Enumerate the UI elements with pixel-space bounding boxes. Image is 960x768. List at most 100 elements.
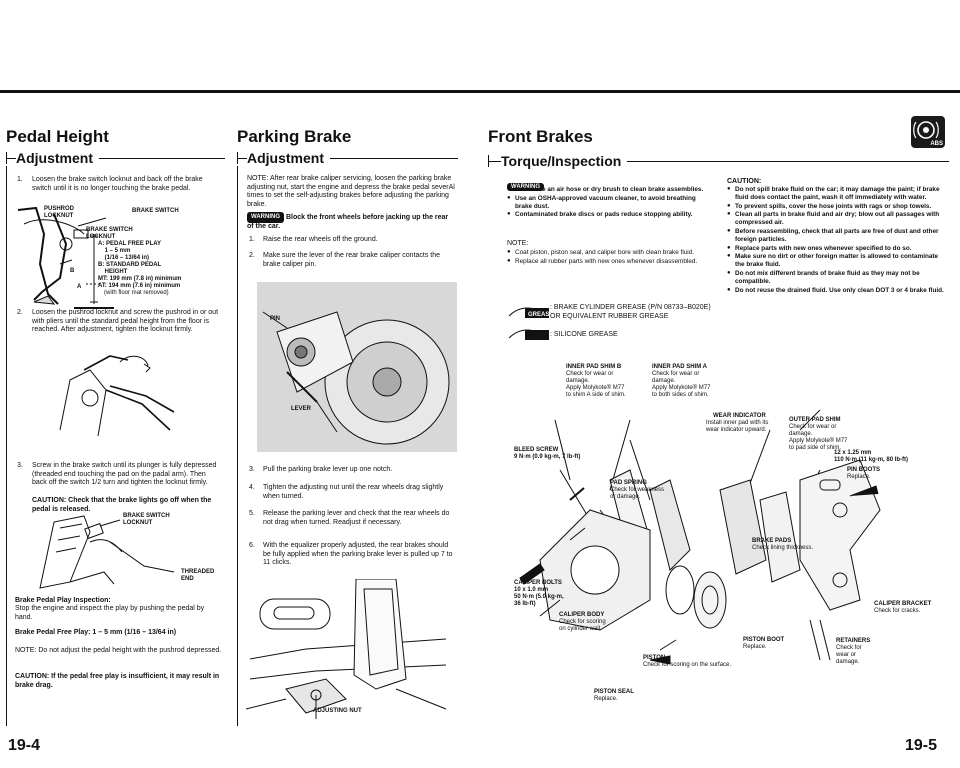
label-pin-boots-text: Replace. xyxy=(847,474,871,480)
front-caution-item: Make sure no dirt or other foreign matte… xyxy=(727,253,949,269)
label-piston-seal: PISTON SEAL xyxy=(594,689,634,695)
front-caution-item: Do not reuse the drained fluid. Use only… xyxy=(727,287,949,295)
front-warning-item: Contaminated brake discs or pads reduce … xyxy=(507,211,713,219)
label-brake-switch-locknut-2: BRAKE SWITCH LOCKNUT xyxy=(123,513,170,526)
label-brake-switch-locknut: BRAKE SWITCH LOCKNUT xyxy=(86,227,133,240)
top-rule xyxy=(0,90,960,93)
label-outer-shim: OUTER PAD SHIM xyxy=(789,417,841,423)
pedal-column-rule xyxy=(6,166,7,726)
pedal-step3: Screw in the brake switch until its plun… xyxy=(32,462,217,487)
step-number: 4. xyxy=(249,484,255,491)
parking-note: NOTE: After rear brake caliper servicing… xyxy=(247,175,455,208)
front-caution-item: Before reassembling, check that all part… xyxy=(727,228,949,244)
front-cautions-list: Do not spill brake fluid on the car; it … xyxy=(727,186,949,295)
page-number-left: 19-4 xyxy=(8,737,41,754)
label-bolt-spec: 12 x 1.25 mm xyxy=(834,450,872,456)
front-warning-item: Use an OSHA-approved vacuum cleaner, to … xyxy=(507,195,713,211)
grease-silicone: : SILICONE GREASE xyxy=(550,331,618,338)
parking-column-rule xyxy=(237,166,238,726)
label-caliper-body-text: Check for scoring on cylinder wall. xyxy=(559,619,606,632)
brake-switch-illustration xyxy=(39,515,175,589)
front-note-title: NOTE: xyxy=(507,240,529,247)
step-number: 5. xyxy=(249,510,255,517)
label-floor-mat: (with floor mat removed) xyxy=(104,290,169,296)
label-mt-height: MT: 199 mm (7.8 in) minimum xyxy=(98,276,182,282)
front-note-item: Coat piston, piston seal, and caliper bo… xyxy=(507,249,713,257)
torque-inspection-subtitle: Torque/Inspection xyxy=(501,153,628,169)
pedal-adjustment-subtitle: Adjustment xyxy=(16,150,99,166)
step-number: 2. xyxy=(17,309,23,316)
parking-step5: Release the parking lever and check that… xyxy=(263,510,450,526)
label-brake-pads: BRAKE PADS xyxy=(752,538,792,544)
pedal-note: NOTE: Do not adjust the pedal height wit… xyxy=(15,647,222,654)
parking-subtitle-tick xyxy=(237,152,238,164)
page-number-right: 19-5 xyxy=(905,737,938,754)
label-wear-indicator: WEAR INDICATOR xyxy=(713,413,766,419)
front-caution-title: CAUTION: xyxy=(727,178,762,185)
label-piston-boot-text: Replace. xyxy=(743,644,767,650)
label-pushrod-locknut: PUSHROD LOCKNUT xyxy=(44,206,75,219)
parking-step1: Raise the rear wheels off the ground. xyxy=(263,236,378,243)
label-pedal-free-play: A: PEDAL FREE PLAY 1 – 5 mm (1/16 – 13/6… xyxy=(98,241,162,261)
label-caliper-body: CALIPER BODY xyxy=(559,612,605,618)
step-number: 2. xyxy=(249,252,255,259)
pedal-step1: Loosen the brake switch locknut and back… xyxy=(32,176,203,192)
abs-icon: ABS xyxy=(911,116,945,148)
front-brake-exploded-diagram xyxy=(519,409,881,665)
front-note-item: Replace all rubber parts with new ones w… xyxy=(507,258,713,266)
label-inner-shim-a-text: Check for wear or damage. Apply Molykote… xyxy=(652,371,711,398)
front-subtitle-rule xyxy=(488,161,949,162)
pedal-caution-drag: CAUTION: If the pedal free play is insuf… xyxy=(15,673,220,689)
parking-step4: Tighten the adjusting nut until the rear… xyxy=(263,484,444,500)
parking-brake-title: Parking Brake xyxy=(237,127,352,146)
svg-text:GREASE: GREASE xyxy=(528,312,551,318)
front-warnings-list: Never use an air hose or dry brush to cl… xyxy=(507,186,713,220)
brake-grease-icon: GREASE xyxy=(508,307,551,318)
label-inner-shim-b-text: Check for wear or damage. Apply Molykote… xyxy=(566,371,626,398)
parking-warning: WARNING Block the front wheels before ja… xyxy=(247,212,455,231)
abs-label: ABS xyxy=(930,141,943,147)
label-inner-shim-a: INNER PAD SHIM A xyxy=(652,364,708,370)
step-number: 1. xyxy=(17,176,23,183)
pliers-illustration xyxy=(59,355,175,437)
label-brake-pads-text: Check lining thickness. xyxy=(752,545,814,551)
parking-step2: Make sure the lever of the rear brake ca… xyxy=(263,252,441,268)
label-lever: LEVER xyxy=(291,406,312,412)
front-caution-item: To prevent spills, cover the hose joints… xyxy=(727,203,949,211)
front-subtitle-tick xyxy=(488,155,489,167)
front-brakes-title: Front Brakes xyxy=(488,127,593,146)
parking-subtitle-rule xyxy=(237,158,458,159)
label-pad-spring: PAD SPRING xyxy=(610,480,647,486)
inspection-title: Brake Pedal Play Inspection: xyxy=(15,597,111,604)
grease-brake-cylinder: : BRAKE CYLINDER GREASE (P/N 08733–B020E… xyxy=(550,304,711,320)
parking-adjustment-subtitle: Adjustment xyxy=(247,150,330,166)
label-piston-boot: PISTON BOOT xyxy=(743,637,785,643)
front-warning-item: Never use an air hose or dry brush to cl… xyxy=(507,186,713,194)
front-caution-item: Do not spill brake fluid on the car; it … xyxy=(727,186,949,202)
warning-badge: WARNING xyxy=(247,212,284,223)
label-threaded-end: THREADED END xyxy=(181,569,215,582)
silicone-grease-icon xyxy=(508,329,549,340)
label-piston-text: Check for scoring on the surface. xyxy=(643,662,732,668)
step-number: 3. xyxy=(249,466,255,473)
label-caliper-bolts-text: 10 x 1.0 mm 50 N·m (5.0 kg-m, 36 lb-ft) xyxy=(514,587,564,607)
label-caliper-bolts: CALIPER BOLTS xyxy=(514,580,562,586)
label-pad-spring-text: Check for weakness or damage. xyxy=(610,487,665,500)
pedal-caution-lights: CAUTION: Check that the brake lights go … xyxy=(32,497,212,513)
rear-caliper-illustration xyxy=(257,282,457,452)
front-caution-item: Do not mix different brands of brake flu… xyxy=(727,270,949,286)
label-bleed-screw-torque: 9 N·m (0.9 kg-m, 7 lb-ft) xyxy=(514,454,581,460)
label-bleed-screw: BLEED SCREW xyxy=(514,447,559,453)
label-adjusting-nut: ADJUSTING NUT xyxy=(313,708,362,714)
label-retainers: RETAINERS xyxy=(836,638,871,644)
parking-step6: With the equalizer properly adjusted, th… xyxy=(263,542,453,567)
label-pin-boots: PIN BOOTS xyxy=(847,467,881,473)
label-at-height: AT: 194 mm (7.6 in) minimum xyxy=(98,283,181,289)
front-caution-item: Replace parts with new ones whenever spe… xyxy=(727,245,949,253)
pedal-height-title: Pedal Height xyxy=(6,127,109,146)
pedal-subtitle-rule xyxy=(6,158,225,159)
label-wear-indicator-text: Install inner pad with its wear indicato… xyxy=(706,420,769,433)
label-piston: PISTON xyxy=(643,655,666,661)
pedal-step2: Loosen the pushrod locknut and screw the… xyxy=(32,309,219,334)
parking-warning-text: Block the front wheels before jacking up… xyxy=(247,214,449,230)
